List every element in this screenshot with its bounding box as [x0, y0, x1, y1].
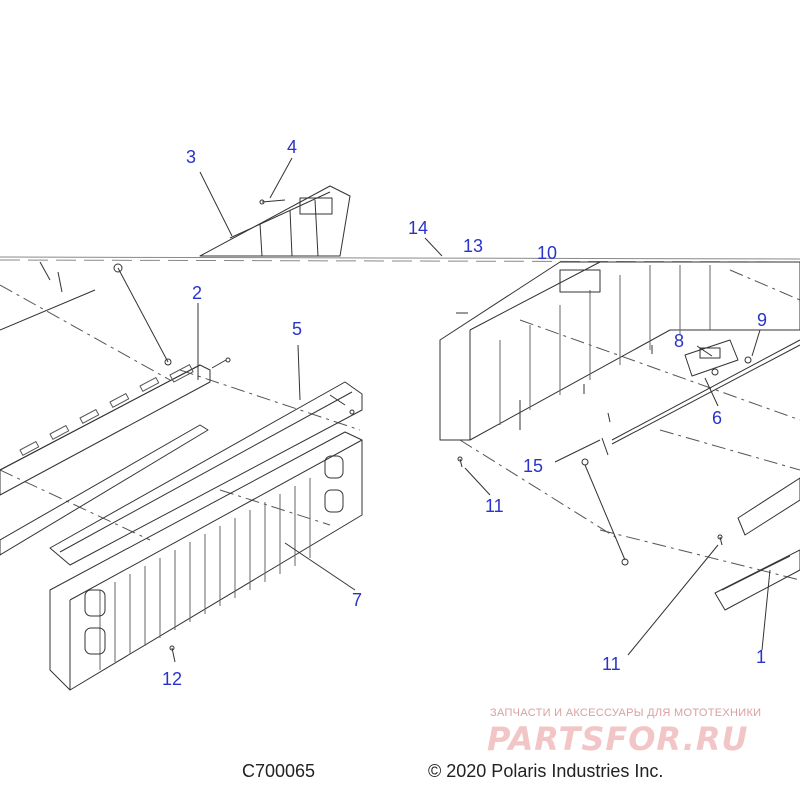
leader-lines — [197, 157, 771, 656]
part-8-latch — [684, 339, 739, 377]
part-6-rod — [611, 339, 800, 445]
callout-4: 4 — [287, 137, 298, 157]
part-1-right-rail — [714, 477, 800, 611]
fastener-set-right — [456, 312, 653, 430]
part-10-bed-panel — [439, 261, 800, 441]
part-12-screw — [169, 645, 176, 663]
callout-15: 15 — [523, 456, 544, 476]
part-7-tailgate-panel — [49, 431, 363, 691]
copyright-notice: © 2020 Polaris Industries Inc. — [428, 761, 664, 781]
callout-12: 12 — [162, 669, 183, 689]
part-9-nut — [711, 356, 752, 376]
callout-14: 14 — [408, 218, 429, 238]
callout-5: 5 — [292, 319, 303, 339]
callout-9: 9 — [757, 310, 768, 330]
part-11-screws — [457, 456, 723, 546]
callout-3: 3 — [186, 147, 197, 167]
scan-break-line — [0, 256, 800, 263]
callout-6: 6 — [712, 408, 723, 428]
part-5-tailgate-cap — [49, 357, 363, 566]
part-left-rod — [0, 424, 209, 556]
callout-1: 1 — [756, 647, 767, 667]
callout-11-left: 11 — [485, 496, 504, 516]
callout-11-right: 11 — [602, 654, 621, 674]
callout-8: 8 — [674, 331, 685, 351]
watermark-brand-logo: PARTSFOR.RU — [487, 720, 749, 758]
part-3-bed-side-panel — [199, 185, 351, 257]
callout-7: 7 — [352, 590, 363, 610]
part-2-left-rail — [0, 364, 211, 496]
callout-10: 10 — [537, 243, 558, 263]
callout-13: 13 — [463, 236, 484, 256]
part-left-cable — [0, 261, 172, 366]
part-4-rivet — [259, 199, 286, 205]
watermark-tagline: ЗАПЧАСТИ И АКСЕССУАРЫ ДЛЯ МОТОТЕХНИКИ — [490, 707, 762, 719]
part-15-cable — [581, 412, 629, 566]
callout-2: 2 — [192, 283, 203, 303]
diagram-code: C700065 — [242, 761, 316, 781]
